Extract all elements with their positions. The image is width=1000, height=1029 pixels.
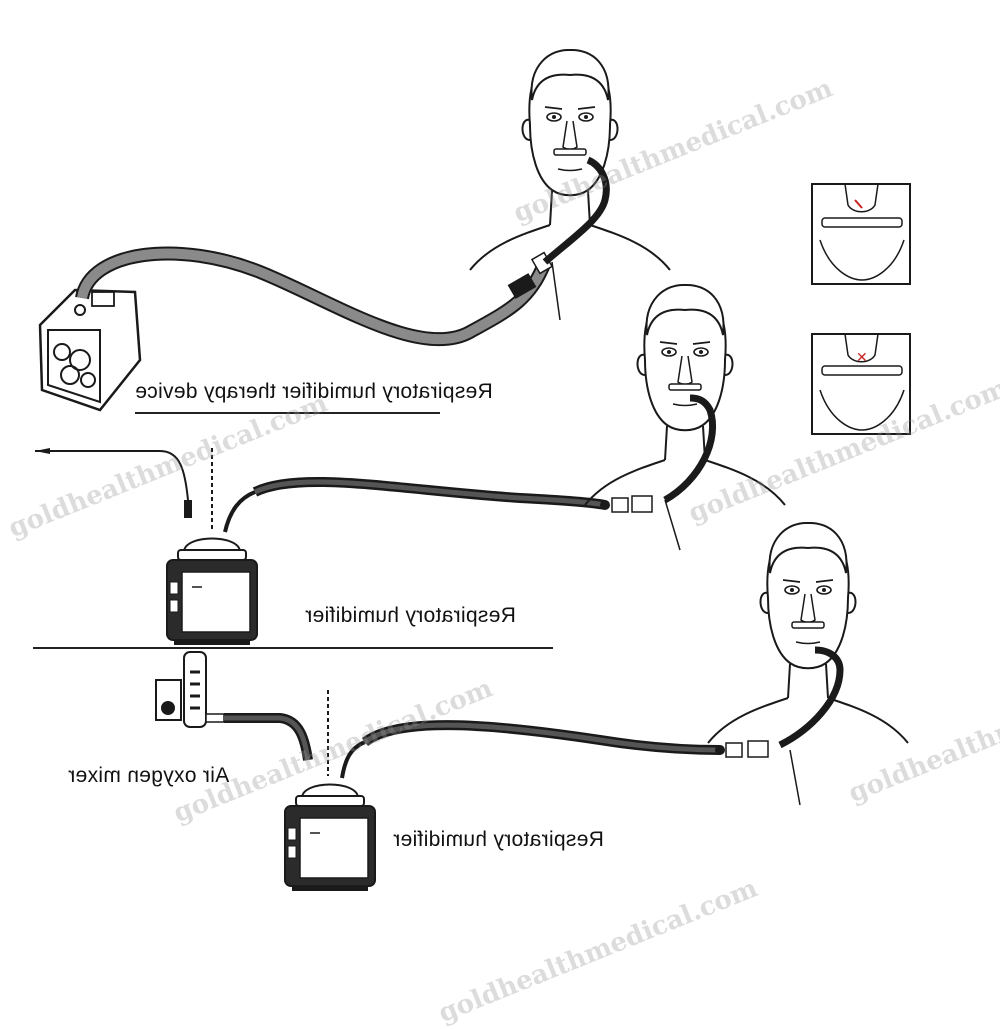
label-air-oxygen-mixer: Air oxygen mixer <box>68 764 230 787</box>
incorrect-mark: ✕ <box>856 350 868 366</box>
patient-face-2 <box>584 283 786 551</box>
humidifier-1-illustration <box>35 448 258 646</box>
humidifier-2-tube <box>361 720 769 758</box>
section-divider-1 <box>135 412 440 414</box>
therapy-device-tube <box>75 246 554 347</box>
humidifier-1-tube <box>252 477 653 513</box>
humidifier-2-illustration <box>224 690 376 892</box>
label-therapy-device: Respiratory humidifier therapy device <box>135 380 493 403</box>
diagram-canvas: ✕ <box>4 48 1000 1029</box>
label-respiratory-humidifier-1: Respiratory humidifier <box>305 604 516 627</box>
air-oxygen-mixer-illustration <box>155 651 225 728</box>
inset-panel-correct <box>811 183 911 285</box>
diagram-svg: ✕ <box>35 48 911 892</box>
inset-panel-incorrect: ✕ <box>811 333 911 435</box>
patient-face-1 <box>469 48 671 321</box>
section-divider-2 <box>33 647 553 649</box>
patient-face-3 <box>707 521 909 806</box>
label-respiratory-humidifier-2: Respiratory humidifier <box>393 828 604 851</box>
therapy-device-illustration <box>38 288 142 412</box>
